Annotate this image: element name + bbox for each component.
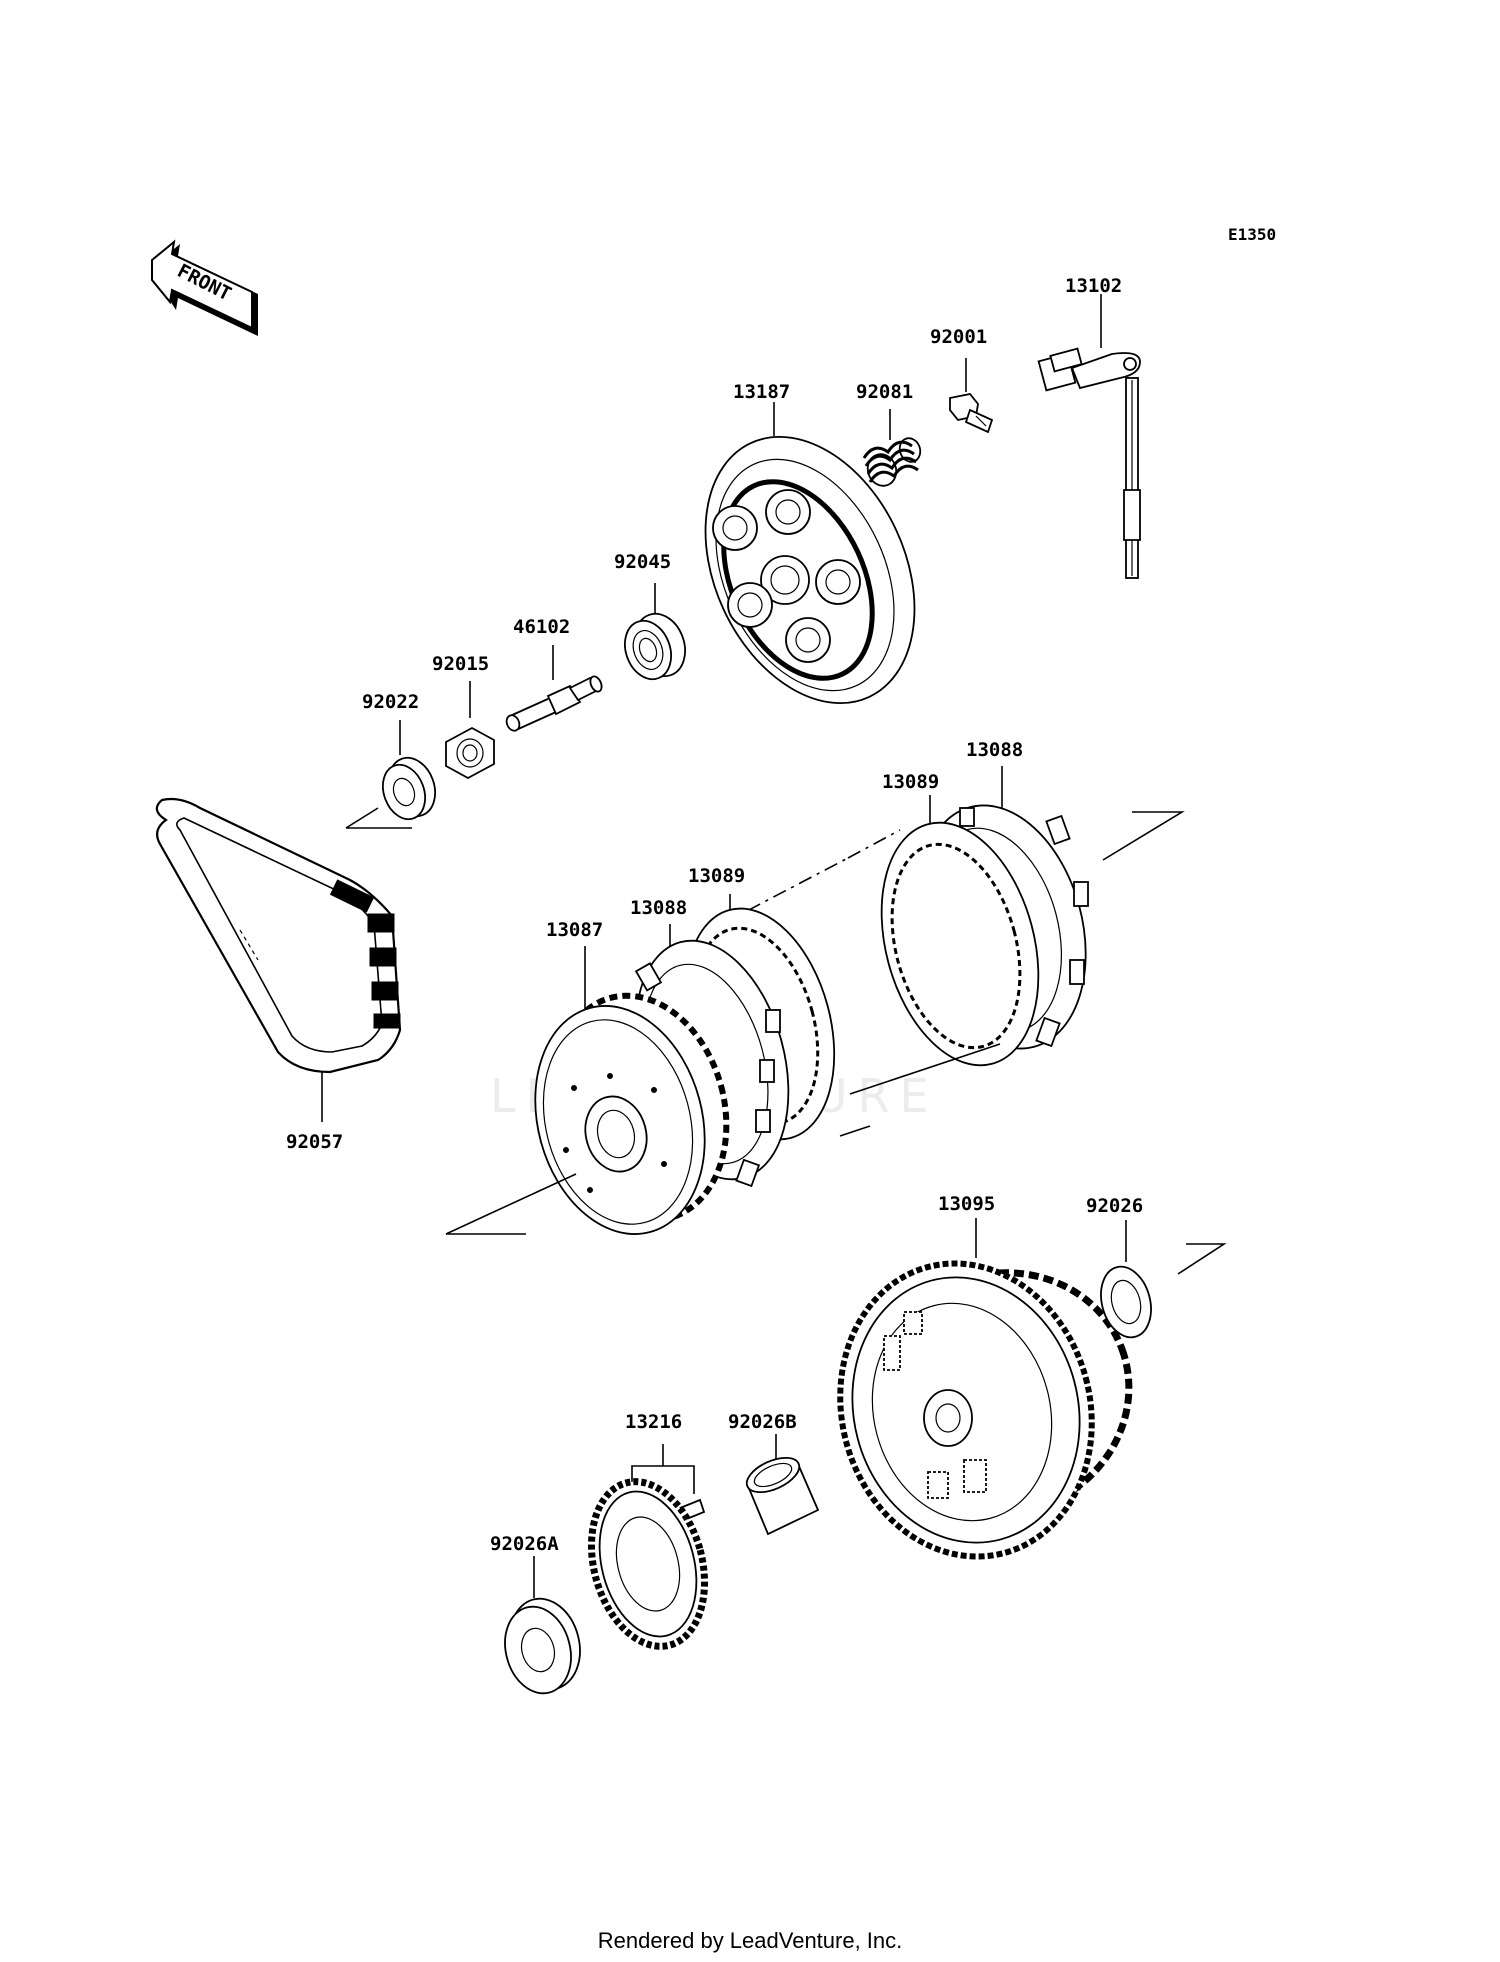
part-92022-washer xyxy=(345,720,436,829)
part-92081-spring xyxy=(862,409,922,487)
part-13087-clutch-hub xyxy=(445,946,730,1235)
part-13216-gear-and-pin xyxy=(587,1444,709,1650)
front-arrow-icon: FRONT xyxy=(151,239,258,336)
label-46102: 46102 xyxy=(513,616,570,638)
label-13088-middle: 13088 xyxy=(630,897,687,919)
label-13095: 13095 xyxy=(938,1193,995,1215)
diagram-code: E1350 xyxy=(1228,225,1276,244)
label-13187: 13187 xyxy=(733,381,790,403)
label-13089-middle: 13089 xyxy=(688,865,745,887)
part-13102-clutch-lever xyxy=(1037,294,1141,579)
part-92026-washer xyxy=(1100,1220,1152,1339)
part-13089-steel-plate-upper xyxy=(721,795,1040,1067)
label-92022: 92022 xyxy=(362,691,419,713)
part-46102-push-rod xyxy=(505,645,603,732)
label-92026: 92026 xyxy=(1086,1195,1143,1217)
part-92015-nut xyxy=(445,681,495,780)
label-92081: 92081 xyxy=(856,381,913,403)
label-92001: 92001 xyxy=(930,326,987,348)
part-92026A-washer xyxy=(504,1556,581,1695)
label-92057: 92057 xyxy=(286,1131,343,1153)
label-92045: 92045 xyxy=(614,551,671,573)
part-13187-pressure-plate xyxy=(704,402,916,704)
part-92045-bearing xyxy=(624,583,686,681)
part-92001-bolt xyxy=(949,358,994,434)
label-92015: 92015 xyxy=(432,653,489,675)
part-13088-friction-plate-middle xyxy=(634,924,1001,1188)
label-13087: 13087 xyxy=(546,919,603,941)
label-13102: 13102 xyxy=(1065,275,1122,297)
label-13088-upper: 13088 xyxy=(966,739,1023,761)
label-13216: 13216 xyxy=(625,1411,682,1433)
label-13089-upper: 13089 xyxy=(882,771,939,793)
part-13095-clutch-housing xyxy=(837,1218,1227,1560)
label-92026A: 92026A xyxy=(490,1533,559,1555)
footer-credit: Rendered by LeadVenture, Inc. xyxy=(597,1928,903,1953)
part-92026B-bushing xyxy=(745,1434,820,1536)
part-92057-chain xyxy=(155,797,402,1122)
label-92026B: 92026B xyxy=(728,1411,797,1433)
